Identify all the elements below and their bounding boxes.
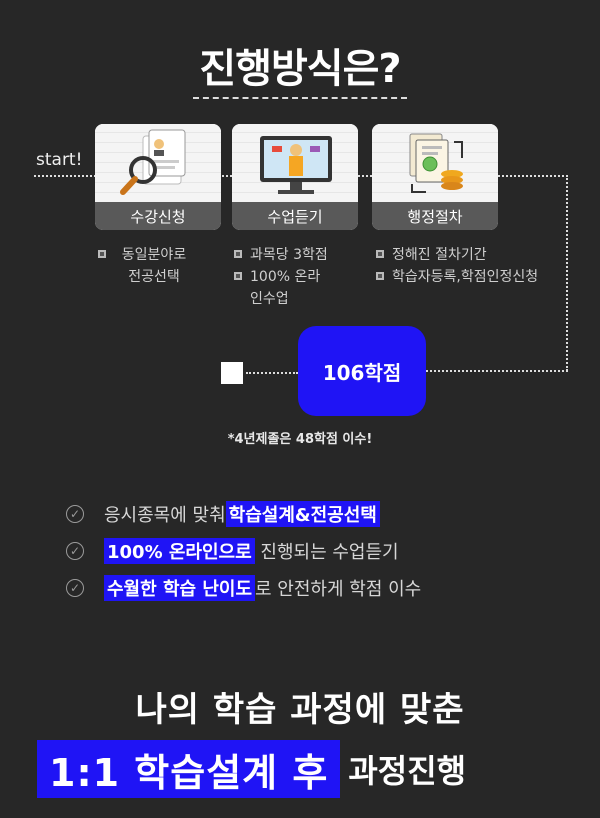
start-label: start! — [36, 150, 83, 170]
check-circle-icon: ✓ — [66, 505, 84, 523]
list-item: 정해진 절차기간 — [376, 244, 576, 266]
step-desc-lecture: 과목당 3학점 100% 온라인수업 — [234, 244, 364, 310]
list-item: 과목당 3학점 — [234, 244, 364, 266]
title-underline — [193, 97, 407, 99]
list-item: 학습자등록,학점인정신청 — [376, 266, 576, 288]
check-row-2: ✓ 100% 온라인으로 진행되는 수업듣기 — [66, 534, 399, 568]
flow-line-start — [34, 175, 96, 177]
check-row-1: ✓ 응시종목에 맞춰 학습설계&전공선택 — [66, 497, 380, 531]
footer-rest: 과정진행 — [348, 752, 467, 790]
bullet-icon — [234, 250, 242, 258]
page-title: 진행방식은? — [199, 46, 401, 92]
bullet-icon — [98, 250, 106, 258]
footer-subheadline: 1:1 학습설계 후 과정진행 — [37, 740, 466, 798]
end-square — [221, 362, 243, 384]
step-desc-apply: 동일분야로 전공선택 — [98, 244, 218, 288]
bullet-icon — [376, 250, 384, 258]
check-circle-icon: ✓ — [66, 542, 84, 560]
flow-line-down — [566, 175, 568, 371]
flow-line-3 — [498, 175, 568, 177]
bullet-icon — [376, 272, 384, 280]
check-row-3: ✓ 수월한 학습 난이도 로 안전하게 학점 이수 — [66, 571, 421, 605]
footer-highlight: 1:1 학습설계 후 — [37, 740, 341, 798]
bullet-icon — [234, 272, 242, 280]
flow-line-1 — [222, 175, 232, 177]
list-item: 동일분야로 전공선택 — [98, 244, 218, 288]
online-lecture-monitor-icon — [232, 124, 358, 202]
step-card-lecture: 수업듣기 — [232, 124, 358, 230]
step-desc-admin: 정해진 절차기간 학습자등록,학점인정신청 — [376, 244, 576, 288]
step-label-admin: 행정절차 — [372, 202, 498, 230]
document-coins-icon — [372, 124, 498, 202]
step-card-admin: 행정절차 — [372, 124, 498, 230]
list-item: 100% 온라인수업 — [234, 266, 364, 310]
flow-line-to-result — [426, 370, 568, 372]
footer-headline: 나의 학습 과정에 맞춘 — [135, 690, 465, 730]
result-credits-badge: 106학점 — [298, 326, 426, 416]
step-label-apply: 수강신청 — [95, 202, 221, 230]
flow-line-2 — [358, 175, 372, 177]
step-label-lecture: 수업듣기 — [232, 202, 358, 230]
flow-line-end — [246, 372, 298, 374]
step-card-apply: 수강신청 — [95, 124, 221, 230]
magnifier-document-icon — [95, 124, 221, 202]
check-circle-icon: ✓ — [66, 579, 84, 597]
credit-note: *4년제졸은 48학점 이수! — [227, 432, 373, 447]
